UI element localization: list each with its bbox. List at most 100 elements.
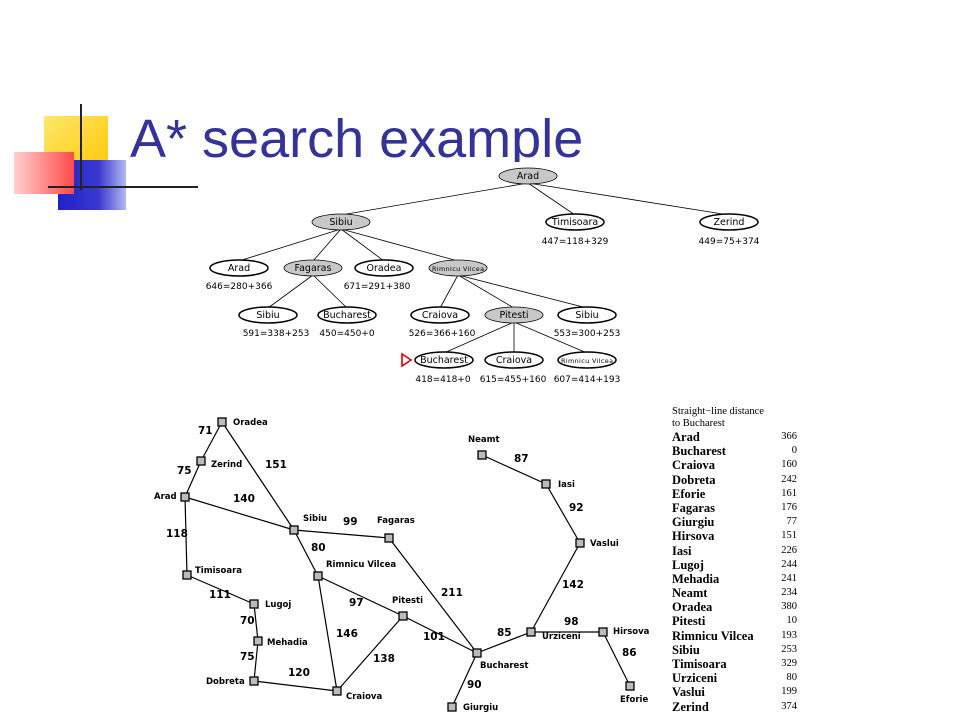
sld-city: Lugoj (672, 557, 704, 572)
city-label-giurgiu: Giurgiu (463, 703, 498, 713)
city-label-arad: Arad (154, 492, 177, 502)
tree-node-fvalue: 450=450+0 (319, 329, 374, 339)
tree-node-ellipse (557, 306, 617, 324)
road-urziceni-vaslui (530, 542, 581, 633)
city-label-oradea: Oradea (233, 418, 268, 428)
tree-node-bucharest2: Bucharest (414, 351, 474, 369)
tree-node-label: Craiova (422, 310, 458, 321)
road-oradea-sibiu (221, 421, 295, 531)
sld-city: Iasi (672, 543, 692, 558)
tree-node-sibiu2: Sibiu (238, 306, 298, 324)
city-marker-pitesti (398, 611, 408, 621)
city-label-rimnicu: Rimnicu Vilcea (326, 560, 396, 570)
tree-node-fvalue: 418=418+0 (415, 375, 470, 385)
tree-node-label: Bucharest (323, 310, 371, 321)
city-label-zerind: Zerind (211, 460, 242, 470)
tree-node-fvalue: 553=300+253 (554, 329, 621, 339)
tree-node-ellipse (354, 259, 414, 277)
road-vaslui-iasi (545, 483, 581, 544)
road-distance-label: 146 (336, 628, 358, 640)
tree-node-label: Sibiu (256, 310, 279, 321)
road-rimnicu-pitesti (317, 575, 404, 617)
tree-node-label: Sibiu (329, 217, 352, 228)
road-distance-label: 71 (198, 425, 213, 437)
tree-node-ellipse (428, 259, 488, 277)
tree-node-timisoara: Timisoara (545, 213, 605, 231)
sld-value: 199 (781, 686, 797, 698)
road-bucharest-urziceni (476, 631, 532, 654)
road-distance-label: 70 (240, 615, 255, 627)
sld-city: Neamt (672, 586, 708, 601)
goal-marker-arrow (401, 352, 413, 368)
road-distance-label: 75 (177, 465, 192, 477)
tree-node-root: Arad (498, 167, 558, 185)
city-label-dobreta: Dobreta (206, 677, 245, 687)
city-marker-urziceni (526, 627, 536, 637)
tree-edge-root-sibiu (340, 182, 529, 216)
road-distance-label: 97 (349, 597, 364, 609)
city-label-timisoara: Timisoara (195, 566, 242, 576)
tree-node-ellipse (410, 306, 470, 324)
city-marker-lugoj (249, 599, 259, 609)
tree-edge-rimnicu-craiova1 (439, 274, 459, 309)
tree-node-arad2: Arad (209, 259, 269, 277)
road-fagaras-bucharest (388, 537, 478, 654)
slide-title: A* search example (130, 109, 584, 162)
road-dobreta-craiova (253, 680, 338, 692)
tree-node-label: Timisoara (551, 217, 598, 228)
road-oradea-zerind (200, 421, 223, 462)
deco-vertical-line (80, 104, 82, 190)
road-sibiu-fagaras (293, 529, 390, 539)
tree-edge-sibiu-rimnicu (340, 228, 459, 262)
tree-node-label: Bucharest (420, 355, 468, 366)
tree-node-fvalue: 526=366+160 (409, 329, 476, 339)
road-distance-label: 140 (233, 493, 255, 505)
sld-city: Craiova (672, 458, 716, 473)
tree-node-fvalue: 591=338+253 (243, 329, 310, 339)
tree-node-ellipse (311, 213, 371, 231)
sld-value: 176 (781, 501, 797, 513)
tree-node-label: Oradea (367, 263, 402, 274)
tree-node-craiova1: Craiova (410, 306, 470, 324)
sld-city: Rimnicu Vilcea (672, 628, 754, 643)
road-pitesti-bucharest (402, 615, 478, 654)
city-label-neamt: Neamt (468, 435, 500, 445)
sld-city: Eforie (672, 486, 706, 501)
city-label-fagaras: Fagaras (377, 516, 415, 526)
road-distance-label: 87 (514, 453, 529, 465)
sld-value: 242 (781, 473, 797, 485)
tree-node-craiova2: Craiova (484, 351, 544, 369)
road-timisoara-lugoj (186, 574, 255, 605)
sld-city: Timisoara (672, 657, 727, 671)
sld-value: 253 (781, 643, 797, 655)
sld-value: 151 (781, 530, 797, 542)
tree-node-label: Arad (228, 263, 250, 274)
road-distance-label: 118 (166, 528, 188, 540)
tree-node-ellipse (545, 213, 605, 231)
tree-node-zerind: Zerind (699, 213, 759, 231)
tree-node-ellipse (484, 351, 544, 369)
sld-value: 226 (781, 544, 797, 556)
sld-value: 80 (786, 672, 798, 684)
road-distance-label: 211 (441, 587, 463, 599)
tree-node-label: Zerind (714, 217, 745, 228)
tree-edge-fagaras-bucharest1 (312, 274, 348, 309)
road-hirsova-eforie (602, 631, 631, 687)
sld-city: Oradea (672, 600, 713, 615)
sld-city: Mehadia (672, 571, 720, 586)
sld-value: 0 (791, 445, 797, 457)
road-craiova-pitesti (336, 615, 404, 692)
city-marker-iasi (541, 479, 551, 489)
tree-node-ellipse (283, 259, 343, 277)
